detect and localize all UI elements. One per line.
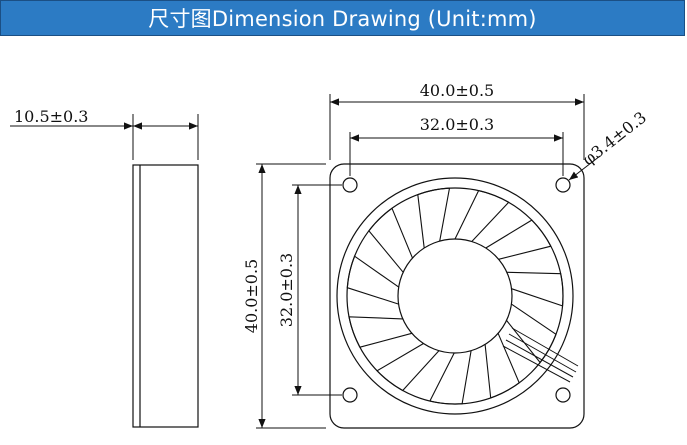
fan-blade (429, 350, 472, 405)
hole-diameter-leader (568, 155, 601, 181)
fan-front-view (329, 163, 585, 429)
fan-blade (485, 219, 552, 260)
title-bar: 尺寸图Dimension Drawing (Unit:mm) (0, 0, 685, 36)
dimension-drawing: 10.5±0.3 40.0±0.5 32.0±0.3 (10, 81, 650, 429)
fan-blade (454, 189, 510, 242)
hole-diameter-label: φ3.4±0.3 (579, 108, 650, 169)
fan-blade (417, 187, 451, 249)
mounting-hole (555, 387, 571, 403)
mounting-hole (342, 387, 358, 403)
page-title: 尺寸图Dimension Drawing (Unit:mm) (148, 7, 537, 31)
overall-width-dimension (329, 94, 585, 160)
thickness-label: 10.5±0.3 (14, 107, 88, 126)
fan-blade (346, 255, 400, 305)
fan-blades (346, 187, 564, 405)
fan-side-view (132, 164, 199, 428)
fan-blade (348, 316, 413, 348)
hole-pitch-width-dimension (349, 132, 564, 176)
mounting-hole (555, 177, 571, 193)
wire-bundle (502, 327, 579, 383)
fan-blade (368, 207, 414, 273)
fan-blade (376, 343, 440, 392)
overall-height-label: 40.0±0.5 (242, 259, 261, 333)
hole-pitch-height-dimension (292, 184, 342, 396)
mounting-hole (342, 177, 358, 193)
thickness-dimension (10, 114, 199, 160)
hole-pitch-height-label: 32.0±0.3 (277, 253, 296, 327)
overall-height-dimension (256, 163, 326, 429)
fan-blade (506, 271, 564, 307)
fan-blade (484, 333, 520, 399)
overall-width-label: 40.0±0.5 (420, 81, 494, 100)
hole-pitch-width-label: 32.0±0.3 (420, 115, 494, 134)
